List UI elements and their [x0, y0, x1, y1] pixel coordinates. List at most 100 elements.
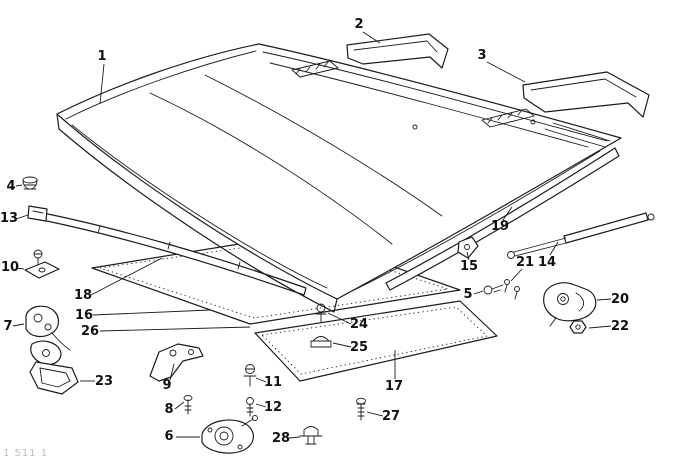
- part-trim-strip-right: [522, 71, 650, 118]
- leader-18: [90, 257, 163, 296]
- callout-label-25: 25: [350, 340, 368, 355]
- leader-27: [366, 411, 384, 417]
- leader-14: [549, 241, 559, 256]
- hood-vent-slot: [291, 60, 339, 78]
- hinge-pivot: [33, 313, 43, 323]
- buffer-body: [22, 179, 38, 190]
- leader-4: [15, 184, 23, 187]
- leader-lines: [12, 31, 612, 439]
- callout-label-3: 3: [477, 48, 486, 63]
- leader-10: [15, 267, 25, 270]
- callout-label-4: 4: [6, 179, 15, 194]
- part-trim-strip-left: [346, 33, 449, 69]
- hood-crease: [149, 92, 393, 245]
- leader-12: [255, 403, 267, 408]
- plate-outline: [24, 261, 60, 279]
- part-front-seal-strip: [31, 210, 307, 296]
- cowl-line: [552, 122, 611, 142]
- seal-outline: [385, 147, 620, 291]
- bracket-outline: [149, 343, 204, 382]
- part-support-bracket: [149, 343, 204, 382]
- screw-shaft: [504, 284, 508, 293]
- channel-outline: [29, 361, 79, 395]
- bracket-hole: [169, 349, 177, 357]
- callout-label-28: 28: [272, 431, 290, 446]
- bracket-hole: [188, 349, 194, 355]
- screw-shaft: [356, 403, 366, 421]
- pad-stipple: [99, 239, 449, 319]
- base-bolt: [237, 444, 243, 450]
- part-buffer-25: [310, 336, 332, 348]
- part-screw-12: [246, 397, 254, 417]
- leader-2: [362, 31, 381, 44]
- leader-3: [486, 61, 526, 83]
- bolt-shaft: [243, 368, 257, 387]
- part-screw-5: [483, 284, 504, 295]
- grommet-base: [299, 435, 323, 445]
- leader-25: [332, 342, 352, 348]
- screw-head: [483, 285, 493, 295]
- part-seal-clip: [27, 205, 48, 222]
- leader-1: [99, 63, 105, 105]
- washer-nozzle: [412, 124, 418, 130]
- vent-hatch: [295, 61, 329, 75]
- hinge-lower: [30, 340, 62, 366]
- callout-label-23: 23: [95, 374, 113, 389]
- leader-7: [12, 323, 25, 327]
- detail-line: [530, 78, 637, 98]
- callout-label-10: 10: [1, 260, 19, 275]
- seal-strip-clip: [97, 225, 101, 234]
- leader-5: [473, 290, 484, 295]
- plate-hole: [38, 267, 46, 273]
- bolt-shaft: [315, 311, 327, 323]
- part-grommet-clip: [299, 426, 323, 445]
- bolt-head: [245, 364, 255, 374]
- leader-19: [502, 206, 513, 221]
- part-corner-channel: [29, 361, 79, 395]
- leader-20: [596, 298, 612, 301]
- callout-label-8: 8: [164, 402, 173, 417]
- hood-edge-line: [65, 50, 257, 120]
- nut-outline: [569, 320, 587, 334]
- strut-rod: [513, 237, 567, 257]
- grommet-dome: [303, 426, 319, 437]
- leader-11: [255, 377, 267, 383]
- hood-outline: [56, 43, 622, 300]
- leader-15: [466, 251, 470, 261]
- lock-ring: [219, 431, 229, 441]
- part-rubber-buffer: [22, 176, 38, 190]
- hood-vent-slot: [481, 108, 535, 128]
- clip-outline: [27, 205, 48, 222]
- pad-stipple: [261, 306, 488, 375]
- strut-eyelet: [507, 251, 515, 259]
- callout-label-11: 11: [264, 375, 282, 390]
- callout-label-6: 6: [164, 429, 173, 444]
- screw-head: [356, 397, 366, 405]
- callout-label-12: 12: [264, 400, 282, 415]
- callout-label-26: 26: [81, 324, 99, 339]
- watermark: 1 511 1: [3, 448, 49, 459]
- callout-label-24: 24: [350, 317, 368, 332]
- strip-outline: [346, 33, 449, 69]
- screw-shaft: [184, 399, 192, 415]
- buffer-dome: [312, 336, 330, 342]
- lock-lever: [241, 418, 254, 427]
- part-bracket-plate: [24, 249, 60, 279]
- part-hood-lock-upper: [543, 282, 597, 327]
- leader-24: [327, 312, 352, 325]
- lock-ring: [214, 426, 234, 446]
- callout-label-15: 15: [460, 259, 478, 274]
- leader-26: [99, 326, 251, 332]
- hood-front-face: [56, 113, 338, 313]
- clip-outline: [457, 236, 479, 259]
- part-hood-lock-lower: [201, 415, 258, 454]
- callout-label-22: 22: [611, 319, 629, 334]
- strip-outline: [522, 71, 650, 118]
- callout-label-27: 27: [382, 409, 400, 424]
- lock-outline: [543, 282, 597, 322]
- callout-label-18: 18: [74, 288, 92, 303]
- callout-label-5: 5: [463, 287, 472, 302]
- callout-label-2: 2: [354, 17, 363, 32]
- callout-label-17: 17: [385, 379, 403, 394]
- hood-edge-line: [262, 51, 608, 142]
